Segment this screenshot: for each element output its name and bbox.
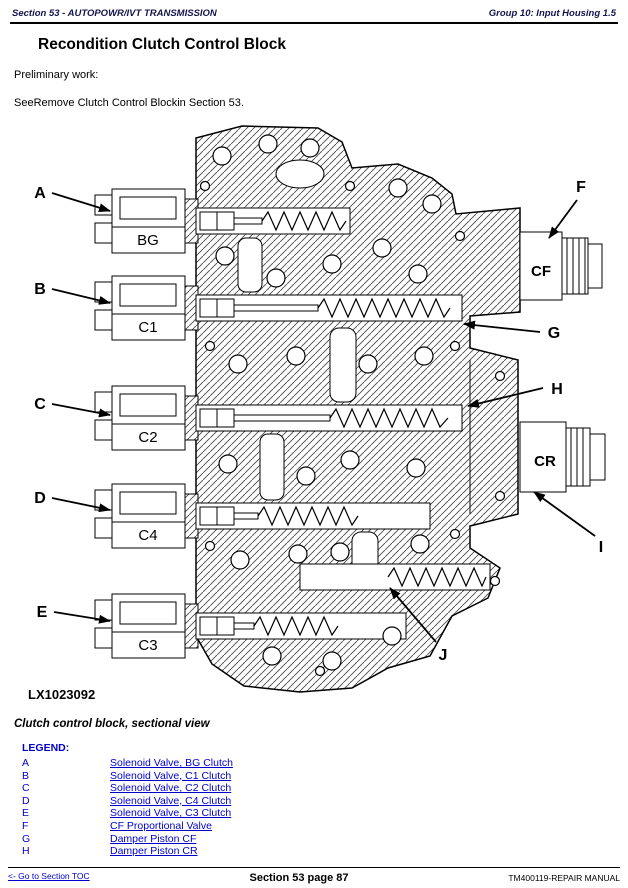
callout-e: E: [37, 604, 111, 624]
solenoid-valve-c1: C1: [94, 275, 186, 341]
callout-j: J: [389, 587, 448, 664]
leader-arrow-i: [533, 491, 596, 537]
leader-arrow-e: [53, 611, 111, 624]
page-footer: <- Go to Section TOC Section 53 page 87 …: [8, 867, 620, 884]
leader-arrow-h: [467, 387, 544, 408]
solenoid-valve-bg: BG: [94, 188, 186, 254]
cf-proportional-valve: CF: [519, 231, 603, 301]
legend-row: A Solenoid Valve, BG Clutch: [22, 757, 628, 770]
valve-label-c1: C1: [138, 319, 157, 336]
legend: LEGEND: A Solenoid Valve, BG Clutch B So…: [22, 742, 628, 858]
page-header: Section 53 - AUTOPOWR/IVT TRANSMISSION G…: [10, 6, 618, 24]
solenoid-valve-c2: C2: [94, 385, 186, 451]
valve-bores: [195, 207, 463, 640]
callout-f: F: [548, 179, 586, 239]
callout-i: I: [533, 491, 603, 556]
callout-letter-f: F: [576, 179, 586, 196]
leader-arrow-f: [548, 199, 578, 239]
callout-letter-i: I: [599, 539, 603, 556]
port-label-cr: CR: [534, 453, 556, 470]
footer-page-number: Section 53 page 87: [249, 872, 349, 884]
legend-key: H: [22, 845, 30, 858]
legend-key: G: [22, 832, 31, 845]
legend-key: F: [22, 819, 29, 832]
preliminary-note: Preliminary work:: [14, 69, 99, 81]
legend-label-link[interactable]: Solenoid Valve, BG Clutch: [110, 757, 233, 769]
legend-key: A: [22, 757, 30, 769]
legend-row: B Solenoid Valve, C1 Clutch: [22, 770, 628, 783]
callout-letter-j: J: [439, 647, 448, 664]
legend-label-link[interactable]: Damper Piston CF: [110, 832, 197, 845]
reference-note: SeeRemove Clutch Control Blockin Section…: [14, 97, 244, 109]
legend-row: G Damper Piston CF: [22, 833, 628, 846]
legend-label-link[interactable]: Solenoid Valve, C2 Clutch: [110, 782, 232, 795]
callout-letter-d: D: [34, 490, 46, 507]
clutch-block-diagram: BG C1 C2: [28, 125, 606, 702]
callout-h: H: [467, 381, 563, 408]
bolt-holes: [199, 134, 506, 677]
header-group-text: Group 10: Input Housing 1.5: [488, 8, 616, 19]
callout-a: A: [34, 185, 111, 213]
callout-letter-c: C: [34, 396, 46, 413]
leader-arrow-c: [51, 403, 111, 418]
solenoid-valve-c3: C3: [94, 593, 186, 659]
callout-c: C: [34, 396, 111, 418]
legend-row: F CF Proportional Valve: [22, 820, 628, 833]
legend-key: C: [22, 782, 30, 795]
valve-springs: [253, 210, 451, 637]
port-label-cf: CF: [531, 263, 551, 280]
solenoid-valve-c4: C4: [94, 483, 186, 549]
legend-title: LEGEND:: [22, 742, 70, 754]
callout-letter-h: H: [551, 381, 563, 398]
valve-mounts: [182, 198, 199, 649]
footer-manual-number: TM400119-REPAIR MANUAL: [508, 873, 620, 883]
valve-label-bg: BG: [137, 232, 159, 249]
callout-letter-g: G: [548, 325, 560, 342]
cr-valve: CR: [519, 421, 606, 493]
legend-key: B: [22, 769, 30, 782]
callout-g: G: [463, 320, 560, 342]
legend-row: H Damper Piston CR: [22, 845, 628, 858]
legend-key: E: [22, 807, 30, 820]
header-section-text: Section 53 - AUTOPOWR/IVT TRANSMISSION: [12, 8, 217, 19]
legend-key: D: [22, 794, 30, 807]
leader-arrow-d: [51, 497, 111, 513]
legend-label-link[interactable]: Solenoid Valve, C4 Clutch: [110, 794, 232, 807]
callout-letter-e: E: [37, 604, 48, 621]
legend-label-link[interactable]: Damper Piston CR: [110, 845, 198, 858]
legend-row: C Solenoid Valve, C2 Clutch: [22, 782, 628, 795]
valve-label-c4: C4: [138, 527, 157, 544]
legend-label-link[interactable]: Solenoid Valve, C3 Clutch: [110, 807, 232, 820]
callout-d: D: [34, 490, 111, 513]
leader-arrow-j: [389, 587, 437, 643]
valve-label-c3: C3: [138, 637, 157, 654]
valve-label-c2: C2: [138, 429, 157, 446]
callout-letter-a: A: [34, 185, 46, 202]
legend-label-link[interactable]: CF Proportional Valve: [110, 819, 212, 832]
legend-row: E Solenoid Valve, C3 Clutch: [22, 807, 628, 820]
callout-b: B: [34, 281, 111, 305]
leader-arrow-b: [51, 288, 111, 305]
legend-label-link[interactable]: Solenoid Valve, C1 Clutch: [110, 769, 232, 782]
figure-caption: Clutch control block, sectional view: [14, 718, 210, 730]
legend-row: D Solenoid Valve, C4 Clutch: [22, 795, 628, 808]
damper-bore-j: [299, 563, 491, 591]
clutch-block-figure: BG C1 C2: [0, 116, 628, 712]
page-title: Recondition Clutch Control Block: [38, 36, 286, 53]
leader-arrow-a: [51, 192, 111, 213]
figure-image-id: LX1023092: [28, 687, 95, 702]
callout-letter-b: B: [34, 281, 46, 298]
toc-link[interactable]: <- Go to Section TOC: [8, 871, 90, 881]
leader-arrow-g: [463, 320, 541, 333]
